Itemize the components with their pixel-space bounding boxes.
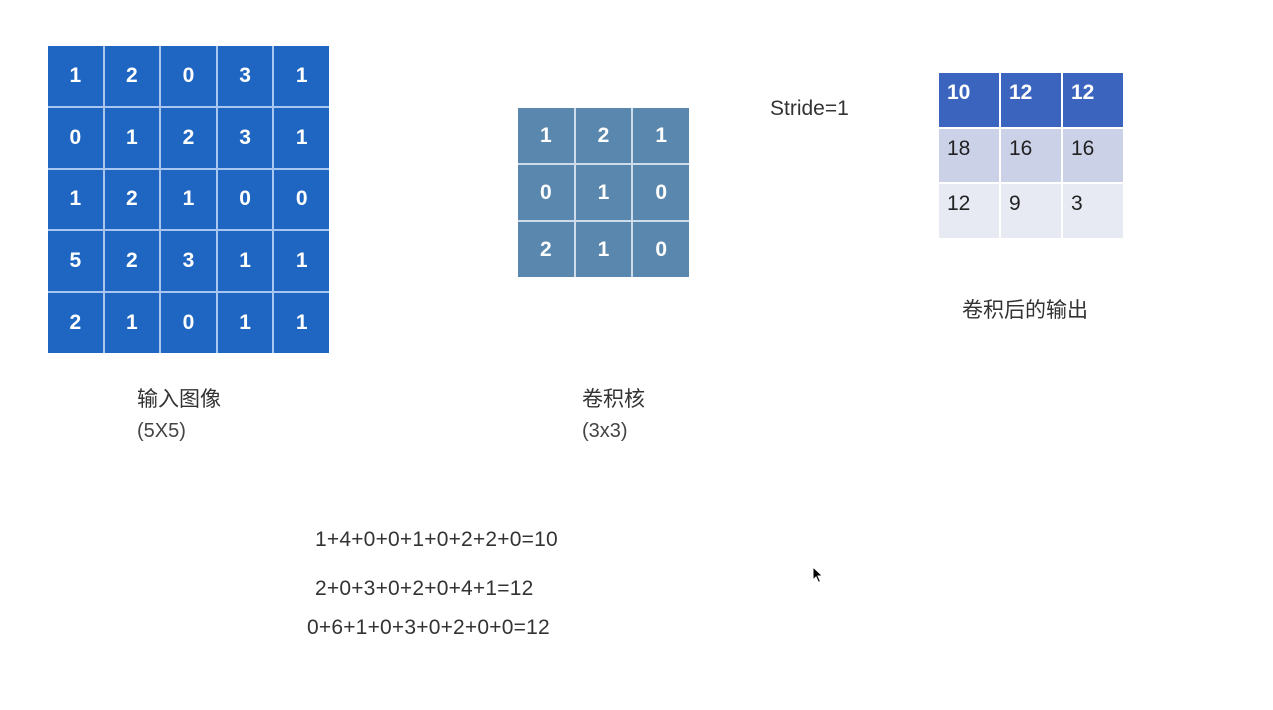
input-image-matrix: 1 2 0 3 1 0 1 2 3 1 1 2 1 0 0 5 2 3 1 1 … [48, 46, 329, 353]
output-cell: 9 [1001, 184, 1061, 238]
input-cell: 1 [104, 293, 160, 353]
input-cell: 1 [161, 169, 216, 230]
input-cell: 3 [161, 231, 216, 292]
output-matrix: 10 12 12 18 16 16 12 9 3 [939, 73, 1123, 238]
input-cell: 1 [217, 231, 273, 292]
input-cell: 0 [48, 107, 103, 168]
mouse-pointer-icon [812, 566, 824, 584]
input-cell: 1 [274, 231, 329, 292]
input-cell: 2 [161, 107, 216, 168]
kernel-cell: 0 [633, 222, 689, 277]
input-cell: 0 [161, 293, 216, 353]
stride-label: Stride=1 [770, 97, 849, 120]
kernel-size: (3x3) [582, 420, 628, 442]
kernel-cell: 1 [575, 222, 632, 277]
kernel-cell: 2 [518, 222, 574, 277]
input-cell: 1 [48, 169, 103, 230]
output-cell: 3 [1063, 184, 1123, 238]
output-cell: 18 [939, 128, 999, 183]
output-cell: 10 [939, 73, 999, 127]
input-cell: 1 [274, 107, 329, 168]
equation-2: 2+0+3+0+2+0+4+1=12 [315, 577, 534, 600]
input-cell: 1 [48, 46, 103, 106]
input-cell: 2 [48, 293, 103, 353]
input-cell: 1 [217, 293, 273, 353]
output-cell: 16 [1001, 128, 1061, 183]
output-cell: 16 [1063, 128, 1123, 183]
input-cell: 1 [274, 293, 329, 353]
input-cell: 2 [104, 169, 160, 230]
equation-3: 0+6+1+0+3+0+2+0+0=12 [307, 616, 550, 639]
kernel-cell: 0 [633, 165, 689, 220]
kernel-cell: 1 [518, 108, 574, 163]
kernel-title: 卷积核 [582, 388, 645, 411]
input-image-title: 输入图像 [137, 388, 221, 411]
input-image-size: (5X5) [137, 420, 186, 442]
input-cell: 1 [274, 46, 329, 106]
kernel-cell: 1 [633, 108, 689, 163]
output-cell: 12 [1063, 73, 1123, 127]
input-cell: 0 [274, 169, 329, 230]
input-cell: 3 [217, 107, 273, 168]
kernel-cell: 2 [575, 108, 632, 163]
input-cell: 3 [217, 46, 273, 106]
kernel-cell: 1 [575, 165, 632, 220]
equation-1: 1+4+0+0+1+0+2+2+0=10 [315, 528, 558, 551]
input-cell: 5 [48, 231, 103, 292]
input-cell: 2 [104, 231, 160, 292]
kernel-matrix: 1 2 1 0 1 0 2 1 0 [518, 108, 689, 277]
input-cell: 2 [104, 46, 160, 106]
output-title: 卷积后的输出 [962, 299, 1088, 322]
output-cell: 12 [939, 184, 999, 238]
input-cell: 0 [217, 169, 273, 230]
input-cell: 1 [104, 107, 160, 168]
kernel-cell: 0 [518, 165, 574, 220]
output-cell: 12 [1001, 73, 1061, 127]
input-cell: 0 [161, 46, 216, 106]
